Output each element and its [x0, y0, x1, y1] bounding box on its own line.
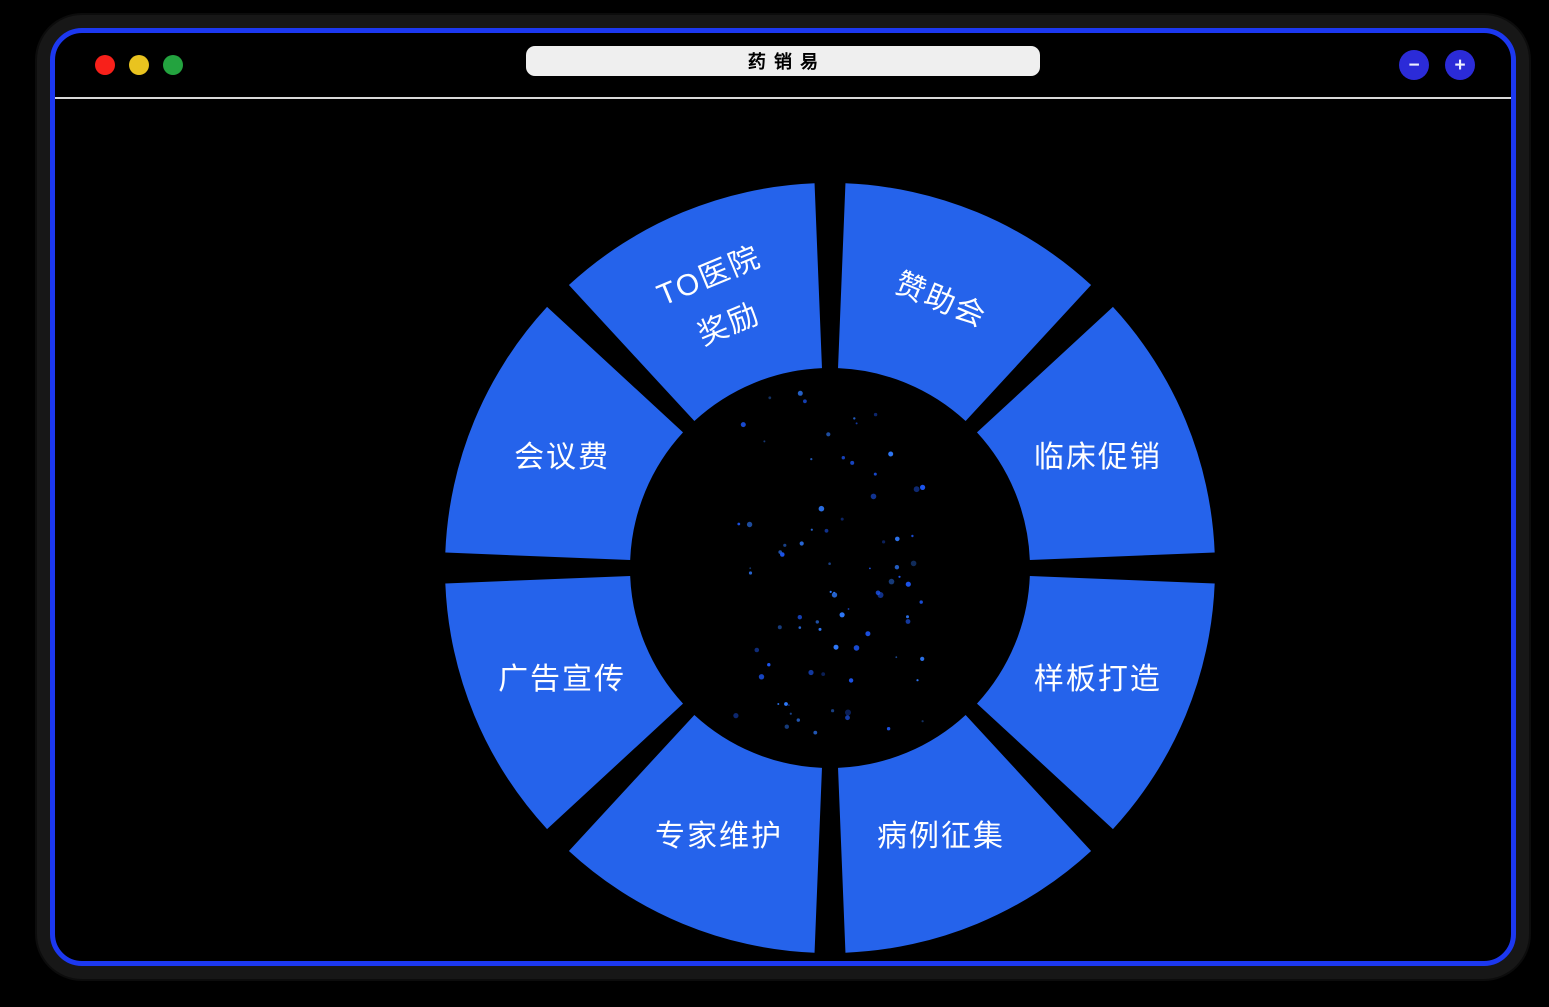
donut-segment-2 [976, 306, 1215, 560]
segment-label: 样板打造 [1034, 662, 1162, 695]
close-button[interactable] [95, 55, 115, 75]
traffic-lights [95, 55, 183, 75]
segment-label: 会议费 [514, 441, 610, 474]
title-bar: 药销易 − + [55, 33, 1511, 99]
donut-segment-1 [838, 183, 1092, 422]
segment-label: 病例征集 [877, 819, 1005, 852]
donut-segment-5 [568, 714, 822, 953]
window-zoom-controls: − + [1399, 50, 1475, 80]
plus-button[interactable]: + [1445, 50, 1475, 80]
title-bar-pill[interactable]: 药销易 [526, 46, 1040, 76]
donut-segment-8 [568, 183, 822, 422]
segment-label: 广告宣传 [498, 662, 626, 695]
minimize-button[interactable] [129, 55, 149, 75]
segment-label: 专家维护 [655, 819, 783, 852]
donut-segment-3 [976, 576, 1215, 830]
zoom-button[interactable] [163, 55, 183, 75]
donut-segment-4 [838, 714, 1092, 953]
window-title: 药销易 [747, 52, 827, 72]
center-noise [733, 390, 926, 735]
donut-segment-7 [445, 306, 684, 560]
donut-segment-6 [445, 576, 684, 830]
minus-button[interactable]: − [1399, 50, 1429, 80]
segment-label: 临床促销 [1034, 441, 1162, 474]
